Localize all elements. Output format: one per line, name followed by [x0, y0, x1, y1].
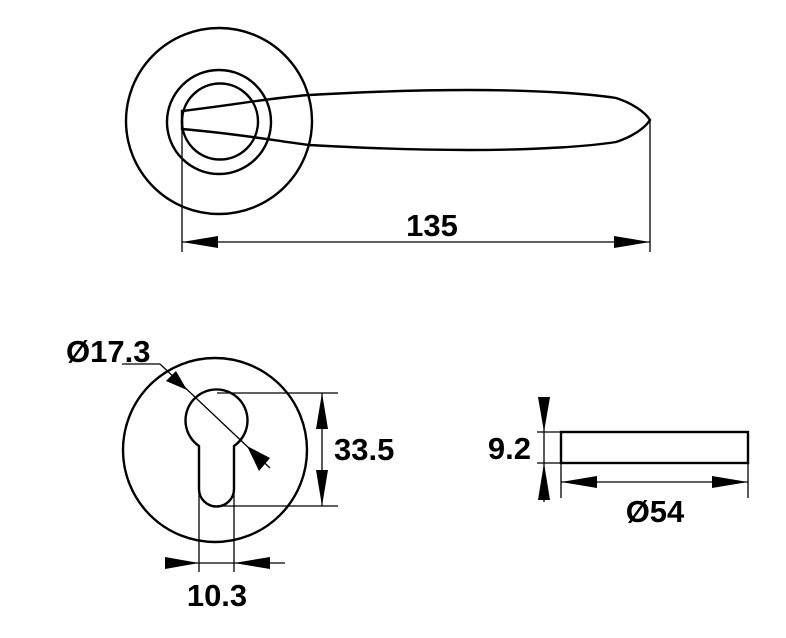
arrow-diameter-bottom: [247, 446, 270, 471]
arrow-height-bottom: [316, 470, 328, 506]
arrow-left: [182, 236, 218, 248]
thickness-label: 9.2: [488, 431, 531, 466]
escutcheon-side-profile: [559, 430, 750, 465]
rose-outer-circle: [124, 26, 314, 216]
rose-ring-inner: [180, 82, 260, 161]
escutcheon-view: Ø17.3 33.5 10.3: [66, 334, 394, 613]
escutcheon-circle: [121, 356, 309, 544]
arrow-thickness-top: [538, 397, 550, 432]
arrow-right: [614, 236, 650, 248]
arrow-diameter-right: [712, 476, 748, 488]
arrow-diameter-left: [561, 476, 597, 488]
diameter-label: Ø54: [626, 494, 685, 529]
lever-top-view: 135: [124, 26, 652, 252]
slot-width-label: 10.3: [187, 578, 247, 613]
escutcheon-side-view: 9.2 Ø54: [488, 397, 750, 529]
arrow-slot-left: [165, 557, 199, 569]
arrow-slot-right: [234, 557, 270, 569]
arrow-diameter-top: [166, 371, 187, 390]
length-label: 135: [406, 208, 458, 243]
arrow-thickness-bottom: [538, 463, 550, 500]
keyhole-height-label: 33.5: [334, 432, 394, 467]
arrow-height-top: [316, 393, 328, 429]
keyhole-diameter-label: Ø17.3: [66, 334, 150, 369]
profile-cylinder-keyhole: [184, 388, 249, 508]
rose-ring-outer: [165, 68, 273, 176]
